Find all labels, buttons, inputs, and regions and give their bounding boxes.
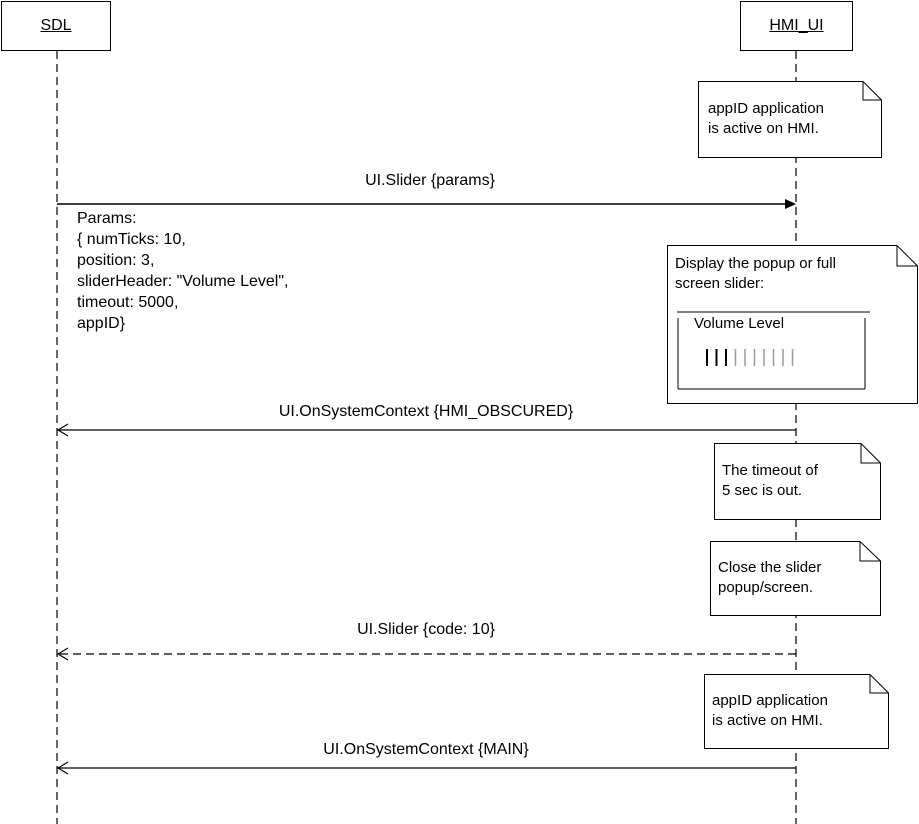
note-line: The timeout of [722,462,818,479]
note-line: popup/screen. [718,579,814,596]
note-line: screen slider: [675,275,765,292]
params-line: sliderHeader: "Volume Level", [77,273,289,290]
obscured-arrow [56,423,796,437]
slider-request-arrow [57,199,796,209]
slider-response-label: UI.Slider {code: 10} [357,621,495,638]
note-shape [667,245,918,404]
params-line: { numTicks: 10, [77,231,186,248]
note-line: is active on HMI. [708,120,819,137]
note-shape [698,81,882,158]
sdl-lifeline-header: SDL [1,1,111,51]
params-line: timeout: 5000, [77,294,179,311]
note-close-slider: Close the slider popup/screen. [710,541,881,616]
slider-mock-frame [677,311,870,390]
params-line: appID} [77,315,126,332]
note-timeout: The timeout of 5 sec is out. [714,443,881,520]
note-shape [714,443,881,520]
note-line: appID application [712,692,828,709]
main-arrow [56,761,796,775]
hmi-lifeline-header: HMI_UI [740,1,853,51]
main-label: UI.OnSystemContext {MAIN} [323,741,529,758]
params-line: position: 3, [77,252,155,269]
note-line: Display the popup or full [675,255,836,272]
params-line: Params: [77,210,137,227]
obscured-label: UI.OnSystemContext {HMI_OBSCURED} [278,403,574,420]
note-line: Close the slider [718,559,822,576]
note-line: is active on HMI. [712,712,823,729]
slider-response-arrow [56,647,796,661]
sdl-lifeline-label: SDL [40,17,72,34]
note-app-active-1: appID application is active on HMI. [698,81,882,158]
note-app-active-2: appID application is active on HMI. [704,674,889,749]
note-line: appID application [708,100,824,117]
note-display-slider: Display the popup or full screen slider:… [667,245,918,404]
note-shape [704,674,889,749]
note-shape [710,541,881,616]
slider-header-label: Volume Level [694,315,785,332]
slider-ticks [706,349,794,366]
note-line: 5 sec is out. [722,482,803,499]
hmi-lifeline-label: HMI_UI [769,17,824,34]
slider-request-label: UI.Slider {params} [365,172,495,189]
params-block: Params: { numTicks: 10, position: 3, sli… [77,208,288,334]
